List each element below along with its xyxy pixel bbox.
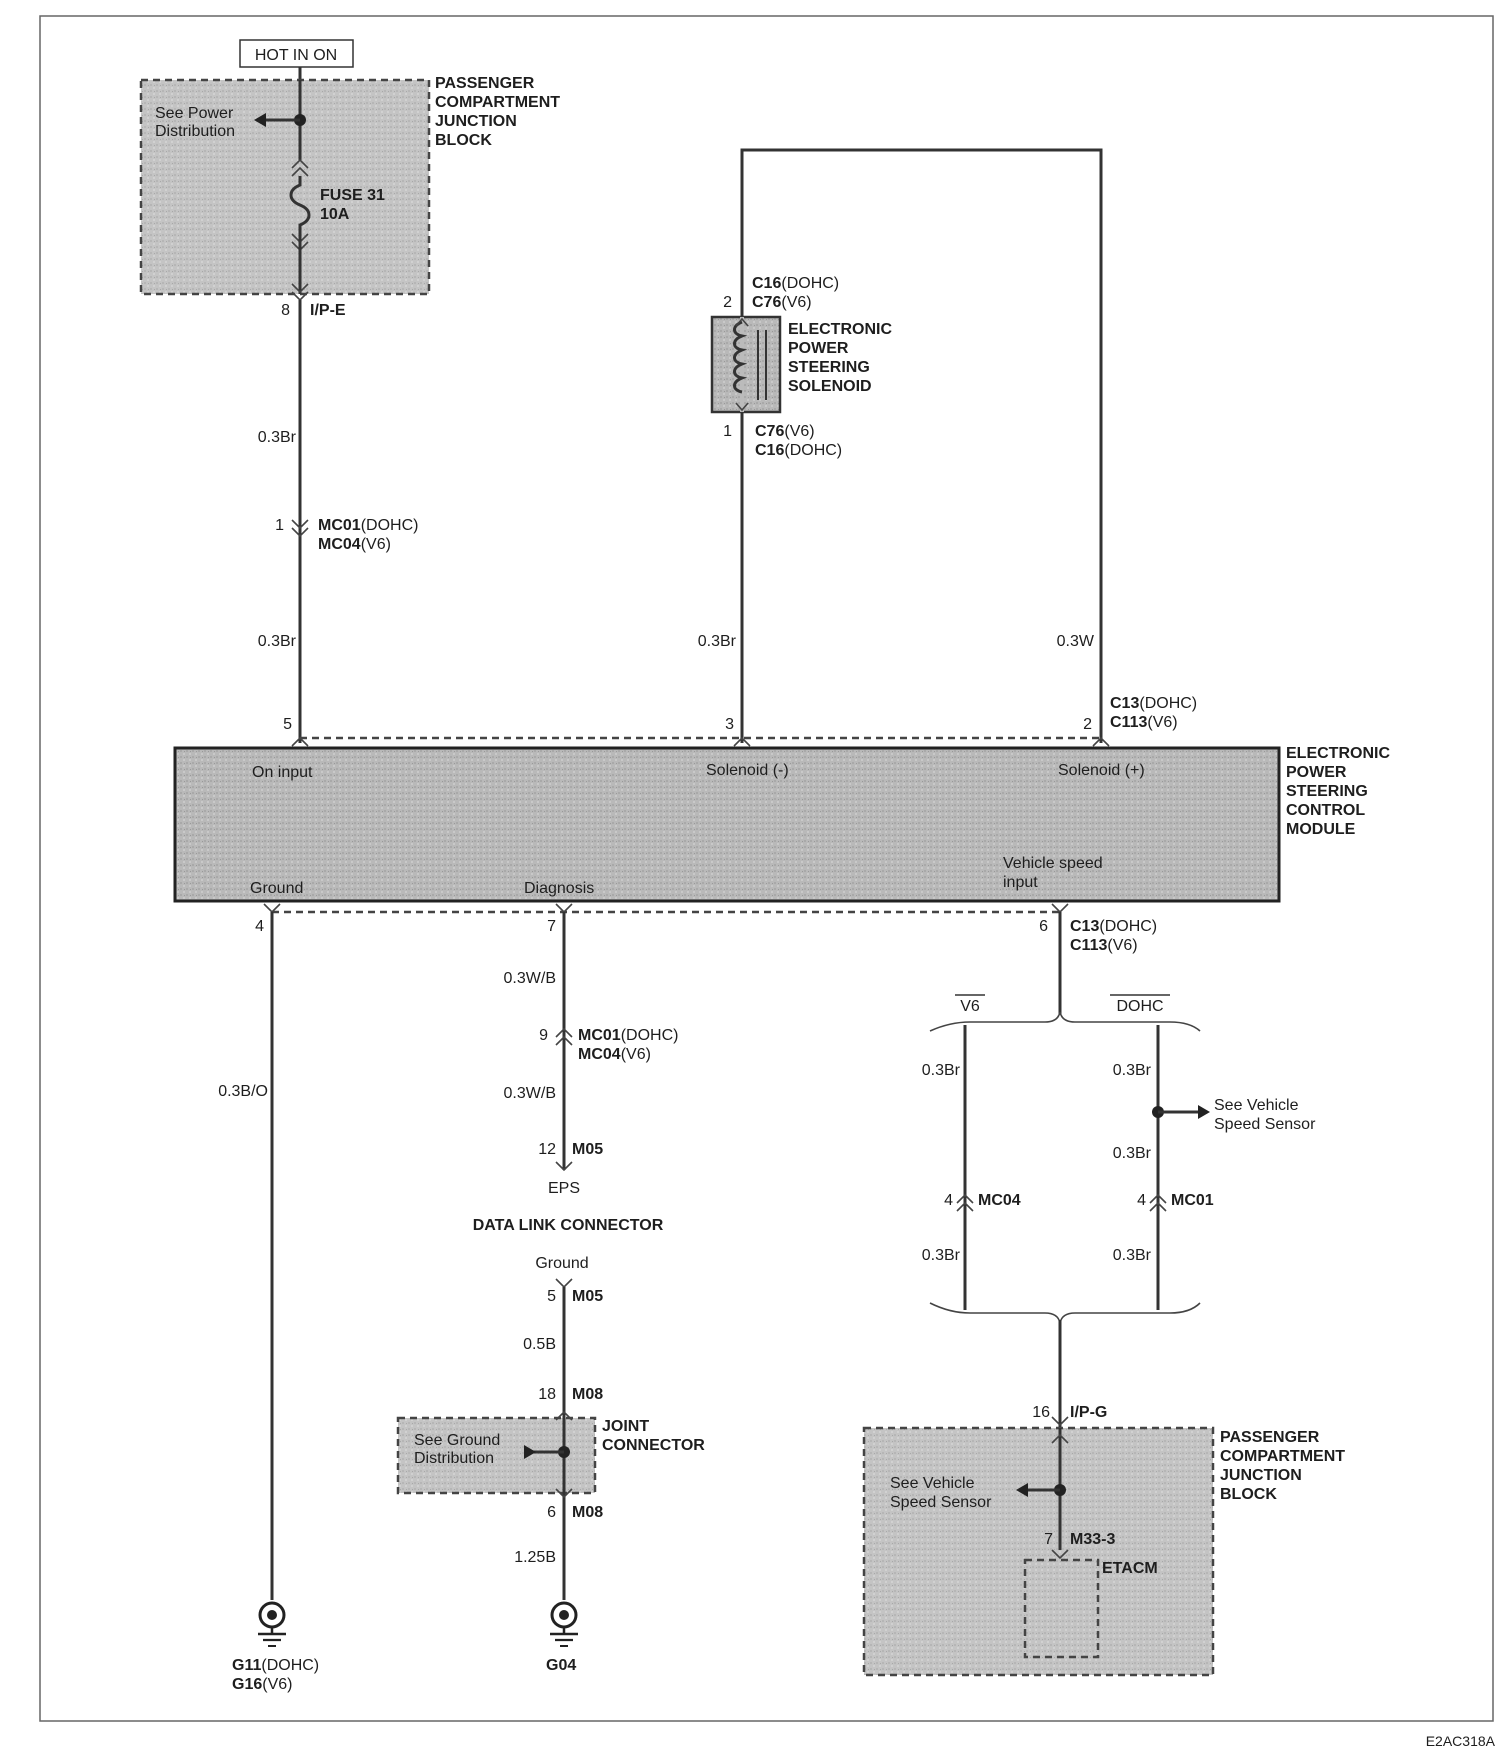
bracket-top	[929, 1011, 1201, 1032]
ground-left-label-1: G11(DOHC)	[232, 1657, 319, 1674]
sol-top-conn-2: C76(V6)	[752, 294, 812, 311]
sol-top-conn-1: C16(DOHC)	[752, 275, 839, 292]
diag-m05: M05	[572, 1141, 603, 1158]
arrow-right-icon	[524, 1445, 536, 1459]
joint-connector-title: JOINT CONNECTOR	[602, 1418, 705, 1454]
vss-mc01: MC01	[1171, 1192, 1214, 1209]
variant-dohc: DOHC	[1116, 998, 1163, 1015]
see-vss-link-bottom[interactable]: See Vehicle Speed Sensor	[890, 1475, 992, 1511]
module-conn-bot-1: C13(DOHC)	[1070, 918, 1157, 935]
wire-label-w4: 0.3W	[1057, 633, 1095, 650]
solenoid-box	[710, 315, 782, 414]
connector-ipg: I/P-G	[1070, 1404, 1107, 1421]
arrow-right-icon	[1198, 1105, 1210, 1119]
vss-ipg-pin: 16	[1032, 1404, 1050, 1421]
label-diagnosis: Diagnosis	[524, 880, 594, 897]
outer-frame	[39, 15, 1494, 1722]
mc-top-pin: 1	[275, 517, 284, 534]
wire-label-w12: 0.3Br	[1113, 1247, 1152, 1264]
hot-label: HOT IN ON	[255, 47, 337, 64]
label-ground: Ground	[250, 880, 303, 897]
wire-label-w5: 0.3W/B	[504, 970, 556, 987]
control-module-box	[173, 746, 1281, 903]
wire-label-w14: 1.25B	[514, 1549, 556, 1566]
module-conn-top-1: C13(DOHC)	[1110, 695, 1197, 712]
dlc-ground: Ground	[535, 1255, 588, 1272]
module-pin-2: 2	[1083, 716, 1092, 733]
etacm-label: ETACM	[1102, 1560, 1158, 1577]
label-solenoid-minus: Solenoid (-)	[706, 762, 789, 779]
diag-m08-pin: 18	[538, 1386, 556, 1403]
fuse-label: FUSE 31 10A	[320, 187, 389, 223]
module-pin-5: 5	[283, 716, 292, 733]
pcjb-bottom-title: PASSENGER COMPARTMENT JUNCTION BLOCK	[1220, 1429, 1349, 1503]
variant-v6: V6	[960, 998, 980, 1015]
pcjb-m33-pin: 7	[1044, 1531, 1053, 1548]
ground-left-label-2: G16(V6)	[232, 1676, 292, 1693]
dlc-eps: EPS	[548, 1180, 580, 1197]
module-pin-3: 3	[725, 716, 734, 733]
diag-mc-pin: 9	[539, 1027, 548, 1044]
hot-label-box	[239, 39, 354, 68]
pcjb-top-title: PASSENGER COMPARTMENT JUNCTION BLOCK	[435, 75, 564, 149]
diag-mc-2: MC04(V6)	[578, 1046, 651, 1063]
module-title: ELECTRONIC POWER STEERING CONTROL MODULE	[1286, 745, 1394, 838]
diag-m08b-pin: 6	[547, 1504, 556, 1521]
label-vss-input: Vehicle speed input	[1003, 855, 1107, 891]
sol-bot-conn-2: C16(DOHC)	[755, 442, 842, 459]
pin-8: 8	[281, 302, 290, 319]
module-pin-6: 6	[1039, 918, 1048, 935]
vss-mc04: MC04	[978, 1192, 1021, 1209]
arrow-left-icon	[1016, 1483, 1028, 1497]
sol-pin-top: 2	[723, 294, 732, 311]
wire-label-w10: 0.3Br	[1113, 1145, 1152, 1162]
pcjb-bottom-block	[862, 1426, 1215, 1677]
solenoid-title: ELECTRONIC POWER STEERING SOLENOID	[788, 321, 896, 395]
data-link-connector-title: DATA LINK CONNECTOR	[473, 1217, 664, 1234]
diag-m08: M08	[572, 1386, 603, 1403]
module-pin-7: 7	[547, 918, 556, 935]
mc-top-label-2: MC04(V6)	[318, 536, 391, 553]
mc-top-label-1: MC01(DOHC)	[318, 517, 418, 534]
ground-icon	[550, 1601, 578, 1647]
see-ground-distribution[interactable]: See Ground Distribution	[414, 1432, 505, 1467]
figure-id: E2AC318A	[1426, 1733, 1496, 1749]
diag-mc-1: MC01(DOHC)	[578, 1027, 678, 1044]
diag-m05-pin: 12	[538, 1141, 556, 1158]
diag-m05b-pin: 5	[547, 1288, 556, 1305]
arrow-left-icon	[254, 113, 266, 127]
fuse-icon	[289, 176, 311, 232]
label-on-input: On input	[252, 764, 313, 781]
sol-pin-bot: 1	[723, 423, 732, 440]
wire-label-w3: 0.3Br	[698, 633, 737, 650]
connector-m33-3: M33-3	[1070, 1531, 1115, 1548]
ground-icon	[258, 1601, 286, 1647]
vss-mc04-pin: 4	[944, 1192, 953, 1209]
wire-label-w11: 0.3Br	[922, 1247, 961, 1264]
wire-label-w9: 0.3Br	[1113, 1062, 1152, 1079]
module-conn-top-2: C113(V6)	[1110, 714, 1178, 731]
diag-m08b: M08	[572, 1504, 603, 1521]
label-solenoid-plus: Solenoid (+)	[1058, 762, 1145, 779]
ground-g04-label: G04	[546, 1657, 576, 1674]
pcjb-top-block	[139, 78, 431, 296]
wire-label-w1: 0.3Br	[258, 429, 297, 446]
see-vss-link-top[interactable]: See Vehicle Speed Sensor	[1214, 1097, 1316, 1133]
module-pin-4: 4	[255, 918, 264, 935]
wire-label-w6: 0.3W/B	[504, 1085, 556, 1102]
coil-icon	[733, 320, 748, 394]
diag-m05b: M05	[572, 1288, 603, 1305]
wire-label-w13: 0.5B	[523, 1336, 556, 1353]
module-conn-bot-2: C113(V6)	[1070, 937, 1138, 954]
see-power-distribution[interactable]: See Power Distribution	[155, 105, 238, 140]
sol-bot-conn-1: C76(V6)	[755, 423, 815, 440]
etacm-box	[1023, 1558, 1100, 1659]
wire-label-w7: 0.3B/O	[218, 1083, 268, 1100]
connector-ipe: I/P-E	[310, 302, 346, 319]
vss-mc01-pin: 4	[1137, 1192, 1146, 1209]
wire-label-w2: 0.3Br	[258, 633, 297, 650]
wire-solenoid-loop	[740, 148, 1103, 743]
wire-label-w8: 0.3Br	[922, 1062, 961, 1079]
